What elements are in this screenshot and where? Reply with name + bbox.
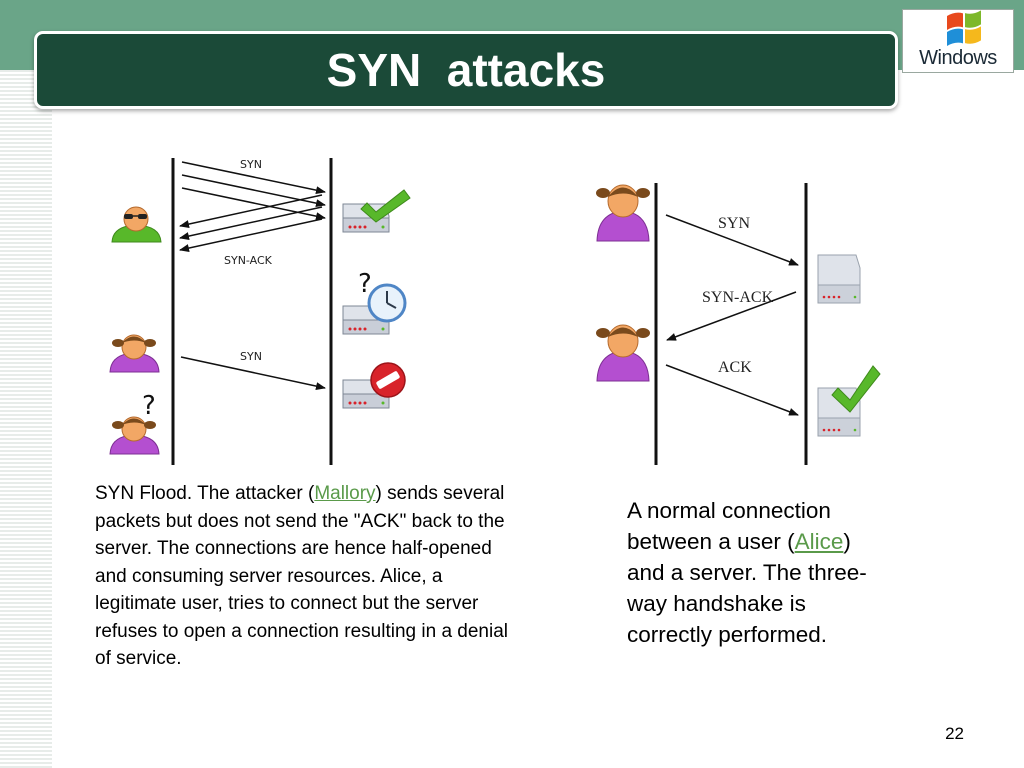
syn-flood-diagram: SYN SYN-ACK SYN ? (109, 158, 411, 465)
syn-ack-arrow (179, 194, 323, 228)
page-number: 22 (945, 724, 964, 743)
ack-label: ACK (718, 359, 752, 376)
attacker-icon (111, 206, 162, 243)
question-mark-icon: ? (358, 269, 372, 299)
syn-ack-arrow (179, 206, 323, 240)
checkmark-icon (360, 189, 411, 223)
user-syn-arrow (180, 356, 326, 391)
ack-arrow (665, 364, 799, 416)
user-icon (596, 184, 650, 242)
windows-logo-text: Windows (919, 47, 997, 69)
syn-flood-caption: SYN Flood. The attacker (Mallory) sends … (95, 480, 525, 673)
syn-arrow (181, 161, 326, 195)
deny-icon (370, 362, 406, 398)
server-icon (817, 254, 861, 304)
windows-logo: Windows (902, 9, 1014, 73)
handshake-diagram: SYN SYN-ACK ACK (596, 183, 881, 465)
syn-arrow (665, 214, 799, 266)
syn-arrow (181, 187, 326, 221)
syn-label: SYN (240, 158, 262, 171)
syn-ack-arrow (666, 291, 797, 341)
syn-arrow (181, 174, 326, 208)
clock-icon (367, 283, 407, 323)
user-icon (596, 324, 650, 382)
user-icon (109, 416, 160, 455)
caption-text: ) sends several packets but does not sen… (95, 483, 508, 669)
windows-flag-icon (947, 10, 981, 46)
syn-label: SYN (718, 215, 750, 232)
alice-link[interactable]: Alice (794, 529, 844, 554)
caption-text: ) and a server. The three-way handshake … (627, 529, 867, 647)
syn-ack-label: SYN-ACK (224, 254, 273, 267)
left-decoration (0, 70, 52, 768)
user-syn-label: SYN (240, 350, 262, 363)
question-mark-icon: ? (142, 391, 156, 421)
handshake-caption: A normal connection between a user (Alic… (627, 495, 887, 650)
slide-title: SYN attacks (326, 44, 606, 96)
caption-text: SYN Flood. The attacker ( (95, 483, 315, 504)
caption-text: A normal connection between a user ( (627, 498, 831, 554)
mallory-link[interactable]: Mallory (314, 483, 376, 504)
syn-ack-arrow (179, 218, 323, 252)
user-icon (109, 334, 160, 373)
title-bar: SYN attacks (34, 31, 898, 109)
checkmark-icon (831, 365, 881, 413)
syn-ack-label: SYN-ACK (702, 289, 774, 306)
